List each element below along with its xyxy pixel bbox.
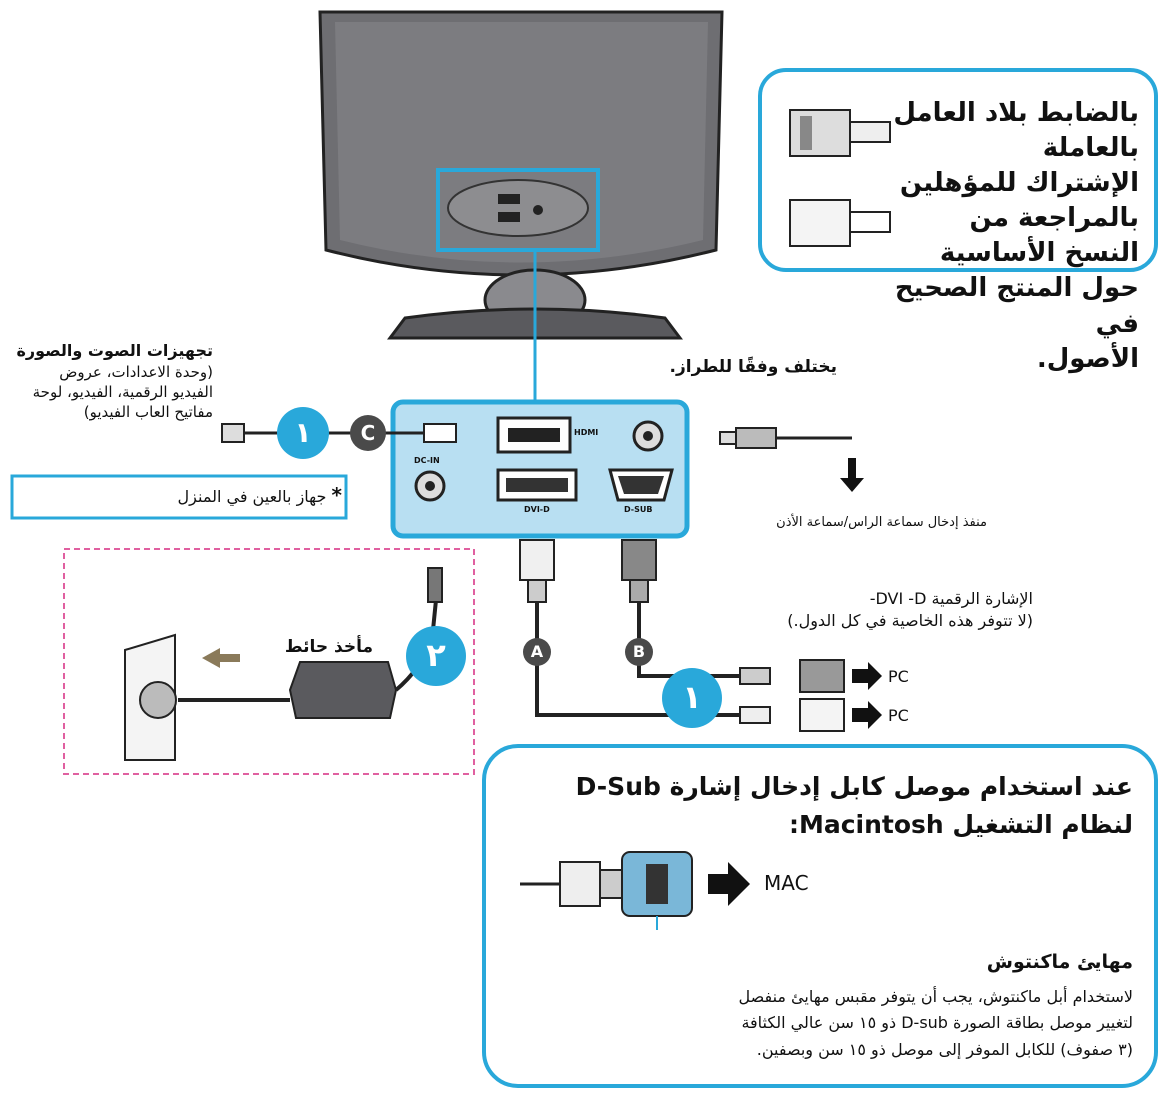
arrow-down-icon — [840, 458, 864, 492]
badge-a — [523, 638, 551, 666]
av-devices-title: تجهيزات الصوت والصورة — [16, 341, 213, 360]
mac-heading-1: عند استخدام موصل كابل إدخال إشارة D-Sub — [575, 772, 1133, 801]
av-devices-label: تجهيزات الصوت والصورة (وحدة الاعدادات، ع… — [0, 340, 213, 422]
top-note-line: الإشتراك للمؤهلين — [899, 168, 1139, 199]
badge-one-pc — [662, 668, 722, 728]
wall-outlet-label: مأخذ حائط — [284, 637, 373, 657]
headphone-plug-icon — [719, 427, 852, 449]
top-note-line: حول المنتج الصحيح في — [894, 273, 1139, 339]
arrow-right-icon-mac — [708, 862, 750, 906]
hdmi-port — [496, 416, 572, 454]
star-note-box — [10, 474, 348, 520]
d-sub-cable — [621, 539, 740, 678]
badge-two-text: ٢ — [426, 636, 446, 674]
top-note-line: بالمراجعة من النسخ الأساسية — [939, 203, 1139, 269]
dc-in-label: DC-IN — [414, 456, 440, 465]
arrow-right-icon-pc1 — [852, 662, 882, 690]
dvi-connector-screw-icon — [789, 109, 891, 247]
wall-outlet-icon — [124, 633, 177, 761]
pc-label: PC — [888, 706, 909, 725]
mac-label: MAC — [764, 871, 809, 895]
badge-c — [350, 415, 386, 451]
top-note-line: الأصول. — [1036, 343, 1139, 374]
badge-a-text: A — [530, 642, 544, 661]
mac-box — [482, 744, 1158, 1088]
d-sub-label: D-SUB — [624, 505, 653, 514]
dvi-d-label: DVI-D — [524, 505, 550, 514]
mac-subtitle: مهايئ ماكنتوش — [986, 951, 1133, 973]
model-note: يختلف وفقًا للطراز. — [669, 357, 837, 377]
badge-two — [406, 626, 466, 686]
mac-heading-2: لنظام التشغيل Macintosh: — [788, 810, 1133, 839]
av-device-plug-icon — [221, 423, 245, 443]
d-sub-port — [608, 468, 674, 502]
av-devices-line: مفاتيح العاب الفيديو) — [83, 403, 213, 422]
star-note: * جهاز بالعين في المنزل — [22, 482, 342, 509]
dvi-d-port — [496, 468, 578, 502]
av-devices-line: الفيديو الرقمية، الفيديو، لوحة — [32, 382, 213, 401]
mac-body-line: لاستخدام أبل ماكنتوش، يجب أن يتوفر مقبس … — [738, 987, 1133, 1006]
arrow-right-icon-pc2 — [852, 701, 882, 729]
monitor — [318, 10, 724, 340]
pc-label: PC — [888, 667, 909, 686]
pc-connector-icons — [739, 659, 882, 732]
mac-adapter-icon — [520, 851, 693, 930]
badge-one-pc-text: ١ — [682, 678, 702, 716]
hdmi-label: HDMI — [574, 428, 599, 437]
mac-body: لاستخدام أبل ماكنتوش، يجب أن يتوفر مقبس … — [513, 984, 1133, 1063]
dc-in-port — [414, 470, 446, 502]
badge-c-text: C — [360, 421, 376, 445]
av-devices-line: (وحدة الاعدادات، عروض — [59, 362, 213, 381]
top-note-line: بالضابط بلاد العامل بالعاملة — [893, 98, 1139, 164]
dvi-line1: الإشارة الرقمية DVI -D- — [869, 589, 1033, 608]
badge-b — [625, 638, 653, 666]
top-note: بالضابط بلاد العامل بالعاملة الإشتراك لل… — [889, 96, 1139, 377]
star-mark: * — [331, 483, 342, 507]
power-adapter-icon — [178, 567, 443, 719]
headphone-label: منفذ إدخال سماعة الراس/سماعة الأذن — [776, 515, 987, 530]
mac-body-line: لتغيير موصل بطاقة الصورة D-sub ذو ١٥ سن … — [741, 1013, 1133, 1033]
badge-one-av-text: ١ — [294, 416, 312, 449]
dvi-line2: (لا تتوفر هذه الخاصية في كل الدول.) — [787, 610, 1033, 630]
mac-body-line: (٣ صفوف) للكابل الموفر إلى موصل ذو ١٥ سن… — [756, 1039, 1133, 1059]
badge-b-text: B — [632, 642, 646, 661]
arrow-left-icon — [202, 648, 240, 668]
headphone-jack — [632, 420, 664, 452]
badge-one-av — [277, 407, 329, 459]
star-note-text: جهاز بالعين في المنزل — [177, 487, 327, 506]
dvi-label: الإشارة الرقمية DVI -D- (لا تتوفر هذه ال… — [733, 588, 1033, 631]
